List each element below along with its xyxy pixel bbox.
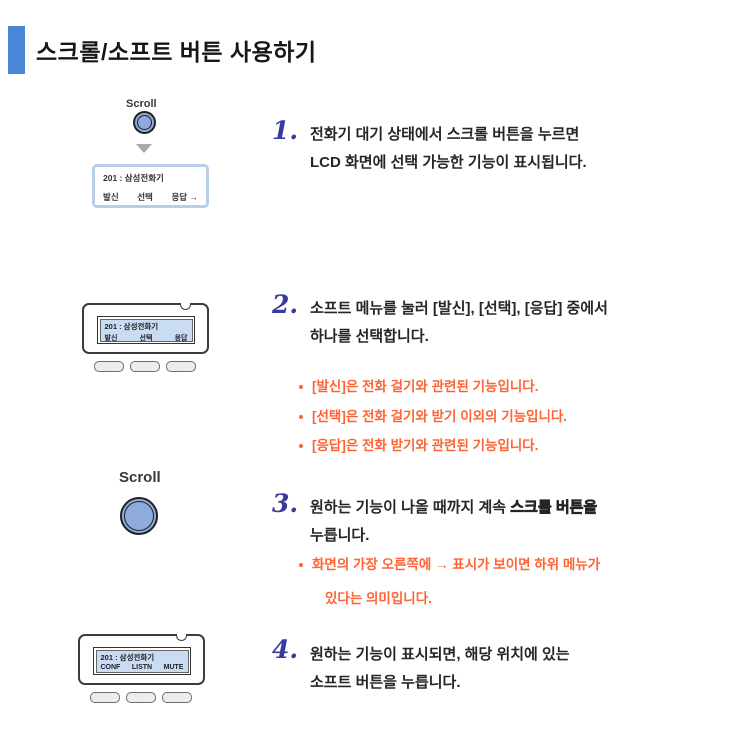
phone-lcd-frame: 201 : 삼성전화기 발신 선택 응답 (97, 316, 195, 344)
lcd-softkey-row: 발신 선택 응답 → (103, 191, 198, 203)
note-text: [선택]은 전화 걸기와 받기 이외의 기능입니다. (312, 408, 568, 424)
soft-button-row (90, 692, 192, 703)
bullet-dot-icon (299, 385, 303, 389)
lcd-screen-step1: 201 : 삼성전화기 발신 선택 응답 → (92, 164, 209, 208)
lcd-caller-line: 201 : 삼성전화기 (100, 652, 155, 662)
phone-display-illustration-step2: 201 : 삼성전화기 발신 선택 응답 (82, 303, 209, 375)
step3-line1: 원하는 기능이 나올 때까지 계속 스크롤 버튼을 (310, 499, 598, 517)
bullet-dot-icon (299, 414, 303, 419)
page-title: 스크롤/소프트 버튼 사용하기 (36, 39, 317, 65)
step1-number: 1. (272, 116, 299, 145)
note-item: [선택]은 전화 걸기와 받기 이외의 기능입니다. (299, 408, 567, 426)
step4-line1: 원하는 기능이 표시되면, 해당 위치에 있는 (310, 646, 570, 663)
bullet-dot-icon (299, 444, 303, 448)
lcd-softkey-conf: CONF (100, 663, 121, 671)
soft-button-1 (90, 692, 120, 703)
lcd-softkey-mute: MUTE (163, 663, 184, 671)
step3-line2: 누릅니다. (310, 527, 370, 544)
down-arrow-icon (136, 144, 152, 153)
lcd-softkey-answer: 응답 (174, 334, 188, 342)
step2-line1: 소프트 메뉴를 눌러 [발신], [선택], [응답] 중에서 (310, 300, 608, 317)
step1-text: 전화기 대기 상태에서 스크롤 버튼을 누르면 LCD 화면에 선택 가능한 기… (310, 121, 743, 177)
soft-button-row (94, 361, 196, 372)
phone-lcd-screen: 201 : 삼성전화기 CONF LISTN MUTE (95, 649, 189, 673)
step2-line2: 하나를 선택합니다. (310, 328, 429, 345)
bullet-dot-icon (299, 563, 303, 567)
step3-text: 원하는 기능이 나올 때까지 계속 스크롤 버튼을 누릅니다. (310, 494, 743, 550)
scroll-button-icon (133, 111, 156, 134)
note-item: [응답]은 전화 받기와 관련된 기능입니다. (299, 437, 567, 455)
step3-number: 3. (272, 489, 299, 518)
lcd-softkey-select: 선택 (137, 192, 153, 202)
note-text-continued: 있다는 의미입니다. (325, 590, 432, 606)
title-accent-bar (8, 26, 25, 74)
lcd-softkey-listn: LISTN (131, 663, 153, 671)
step4-text: 원하는 기능이 표시되면, 해당 위치에 있는 소프트 버튼을 누릅니다. (310, 641, 743, 697)
soft-button-3 (162, 692, 192, 703)
soft-button-2 (126, 692, 156, 703)
note-item: [발신]은 전화 걸기와 관련된 기능입니다. (299, 378, 567, 396)
lcd-softkey-send: 발신 (104, 334, 118, 342)
lcd-softkey-answer: 응답 → (171, 192, 198, 202)
note-item: 화면의 가장 오른쪽에 → 표시가 보이면 하위 메뉴가 (299, 556, 600, 574)
step4-number: 4. (272, 635, 299, 664)
lcd-softkey-send: 발신 (103, 192, 119, 202)
note-text: 화면의 가장 오른쪽에 → 표시가 보이면 하위 메뉴가 (312, 557, 601, 572)
note-text: [응답]은 전화 받기와 관련된 기능입니다. (312, 438, 539, 453)
note-text: [발신]은 전화 걸기와 관련된 기능입니다. (312, 379, 539, 394)
phone-notch (176, 634, 187, 641)
phone-display-illustration-step4: 201 : 삼성전화기 CONF LISTN MUTE (78, 634, 205, 706)
lcd-softkey-row: 발신 선택 응답 (105, 333, 188, 343)
step4-line2: 소프트 버튼을 누릅니다. (310, 674, 461, 691)
phone-lcd-frame: 201 : 삼성전화기 CONF LISTN MUTE (93, 647, 191, 675)
step2-notes: [발신]은 전화 걸기와 관련된 기능입니다. [선택]은 전화 걸기와 받기 … (299, 378, 567, 467)
step2-number: 2. (272, 290, 299, 319)
step3-line1-bold: 스크롤 버튼을 (510, 499, 598, 517)
soft-button-1 (94, 361, 124, 372)
phone-bezel: 201 : 삼성전화기 CONF LISTN MUTE (78, 634, 205, 685)
step2-text: 소프트 메뉴를 눌러 [발신], [선택], [응답] 중에서 하나를 선택합니… (310, 295, 743, 351)
soft-button-2 (130, 361, 160, 372)
soft-button-3 (166, 361, 196, 372)
phone-bezel: 201 : 삼성전화기 발신 선택 응답 (82, 303, 209, 354)
scroll-button-icon (120, 497, 158, 535)
lcd-softkey-select: 선택 (139, 334, 153, 342)
lcd-softkey-row: CONF LISTN MUTE (101, 664, 184, 671)
step1-line1: 전화기 대기 상태에서 스크롤 버튼을 누르면 (310, 126, 580, 143)
lcd-caller-line: 201 : 삼성전화기 (103, 173, 164, 183)
lcd-caller-line: 201 : 삼성전화기 (104, 321, 159, 331)
phone-notch (180, 303, 191, 310)
scroll-button-label: Scroll (119, 469, 161, 486)
step1-line2: LCD 화면에 선택 가능한 기능이 표시됩니다. (310, 154, 587, 171)
step3-notes: 화면의 가장 오른쪽에 → 표시가 보이면 하위 메뉴가 있다는 의미입니다. (299, 556, 600, 612)
scroll-button-label: Scroll (126, 98, 157, 110)
phone-lcd-screen: 201 : 삼성전화기 발신 선택 응답 (99, 318, 193, 343)
